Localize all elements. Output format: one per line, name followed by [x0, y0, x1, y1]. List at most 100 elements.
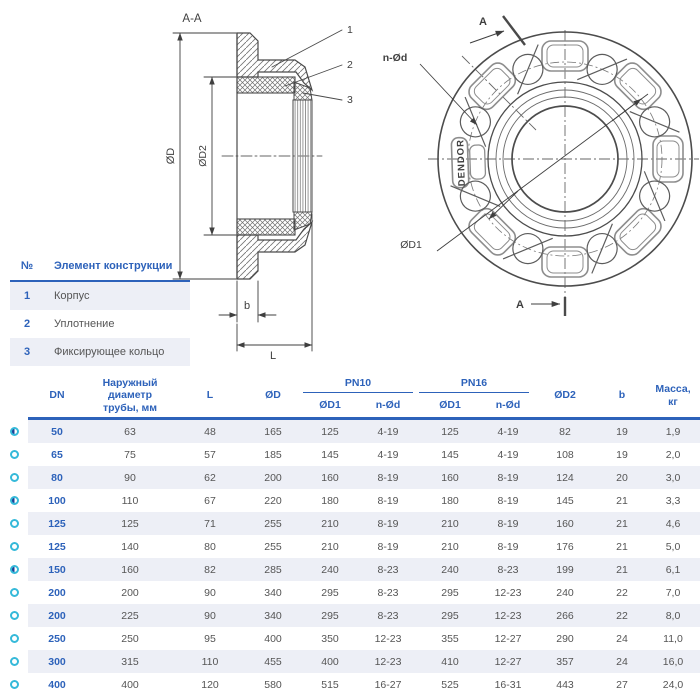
cell-pn10-d1: 125 [321, 425, 339, 438]
cell-pn10-nd: 12-23 [374, 655, 402, 668]
cell-pn16-nd: 16-31 [494, 678, 522, 691]
slot [613, 207, 662, 256]
bolt-hole [502, 233, 553, 265]
header-rule [28, 417, 700, 420]
cell-pipe: 160 [121, 563, 139, 576]
table-row: 125 140 80 255 210 8-19 210 8-19 176 21 … [0, 535, 700, 558]
cell-d: 220 [264, 494, 282, 507]
cell-mass: 6,1 [665, 563, 681, 576]
cell-l: 95 [204, 632, 216, 645]
dn-series-icon [0, 657, 28, 666]
brand-text: DENDOR [455, 139, 468, 187]
slot [541, 40, 589, 72]
cell-d: 400 [264, 632, 282, 645]
cell-d: 255 [264, 517, 282, 530]
col-pn16-nd: n-Ød [495, 399, 521, 411]
cell-pipe: 63 [124, 425, 136, 438]
col-pn10-d1: ØD1 [319, 399, 341, 411]
cell-pn16-d1: 355 [441, 632, 459, 645]
col-l: L [206, 389, 214, 402]
bore-circle [511, 105, 619, 213]
cell-dn: 50 [51, 425, 63, 438]
dn-series-icon [0, 496, 28, 505]
cell-pn10-d1: 145 [321, 448, 339, 461]
dn-series-icon [0, 565, 28, 574]
table-row: 125 125 71 255 210 8-19 210 8-19 160 21 … [0, 512, 700, 535]
cell-d2: 290 [556, 632, 574, 645]
cell-d: 255 [264, 540, 282, 553]
cell-d: 200 [264, 471, 282, 484]
table-row: 400 400 120 580 515 16-27 525 16-31 443 … [0, 673, 700, 696]
bolt-hole [450, 180, 501, 212]
col-pipe: Наружный диаметр трубы, мм [102, 377, 158, 414]
cell-l: 48 [204, 425, 216, 438]
cell-pn16-nd: 4-19 [497, 448, 519, 461]
col-dn: DN [49, 389, 65, 402]
legend-col-element: Элемент конструкции [54, 260, 173, 272]
cell-mass: 24,0 [662, 678, 684, 691]
table-row: 300 315 110 455 400 12-23 410 12-27 357 … [0, 650, 700, 673]
legend-row: 1 Корпус [10, 282, 190, 310]
cell-dn: 200 [48, 609, 66, 622]
cell-pn16-d1: 180 [441, 494, 459, 507]
cell-mass: 7,0 [665, 586, 681, 599]
cell-l: 80 [204, 540, 216, 553]
cell-pn10-nd: 8-23 [377, 586, 399, 599]
cell-pn10-d1: 210 [321, 517, 339, 530]
cell-l: 90 [204, 609, 216, 622]
col-group-pn16: PN16 [419, 374, 529, 393]
cell-d2: 160 [556, 517, 574, 530]
cell-pn10-nd: 8-23 [377, 563, 399, 576]
cell-pipe: 125 [121, 517, 139, 530]
callout-2: 2 [347, 59, 353, 71]
cell-b: 21 [616, 540, 628, 553]
legend-col-num: № [20, 260, 34, 272]
cell-pn16-d1: 410 [441, 655, 459, 668]
bolt-hole [639, 171, 671, 222]
table-body: 50 63 48 165 125 4-19 125 4-19 82 19 1,9… [0, 420, 700, 696]
legend-row-num: 1 [23, 290, 31, 302]
table-row: 100 110 67 220 180 8-19 180 8-19 145 21 … [0, 489, 700, 512]
cell-pipe: 140 [121, 540, 139, 553]
legend-row-label: Фиксирующее кольцо [54, 346, 165, 358]
slot [468, 62, 517, 111]
dim-d [172, 32, 237, 280]
cell-pn10-d1: 210 [321, 540, 339, 553]
cell-pn16-d1: 160 [441, 471, 459, 484]
dim-l-label: L [270, 350, 276, 362]
cell-pn10-d1: 515 [321, 678, 339, 691]
cell-pipe: 90 [124, 471, 136, 484]
col-b: b [618, 389, 626, 402]
dim-b [218, 280, 277, 323]
dn-series-icon [0, 611, 28, 620]
cell-dn: 125 [48, 540, 66, 553]
legend-row-label: Уплотнение [54, 318, 115, 330]
cell-b: 21 [616, 494, 628, 507]
cut-arrow-top [469, 30, 505, 44]
cell-dn: 400 [48, 678, 66, 691]
outer-rim [437, 31, 693, 287]
technical-drawing: A-A ØD [165, 13, 699, 362]
cell-dn: 200 [48, 586, 66, 599]
bolt-hole [512, 44, 544, 95]
callout-1: 1 [347, 24, 353, 36]
cell-dn: 65 [51, 448, 63, 461]
dn-series-icon [0, 519, 28, 528]
cell-dn: 125 [48, 517, 66, 530]
cell-mass: 11,0 [663, 632, 683, 645]
table-header: DN Наружный диаметр трубы, мм L ØD PN10 … [0, 374, 700, 420]
cell-pn10-nd: 12-23 [374, 632, 402, 645]
cell-dn: 80 [51, 471, 63, 484]
cell-b: 21 [616, 517, 628, 530]
cell-pn16-d1: 240 [441, 563, 459, 576]
cell-pn16-nd: 12-27 [494, 632, 522, 645]
table-row: 200 225 90 340 295 8-23 295 12-23 266 22… [0, 604, 700, 627]
callout-3: 3 [347, 94, 353, 106]
cell-d2: 124 [556, 471, 574, 484]
bolt-hole [586, 223, 618, 274]
cell-d: 455 [264, 655, 282, 668]
cell-l: 90 [204, 586, 216, 599]
dn-series-icon [0, 588, 28, 597]
cell-pn16-d1: 525 [441, 678, 459, 691]
cell-pn16-d1: 295 [441, 609, 459, 622]
